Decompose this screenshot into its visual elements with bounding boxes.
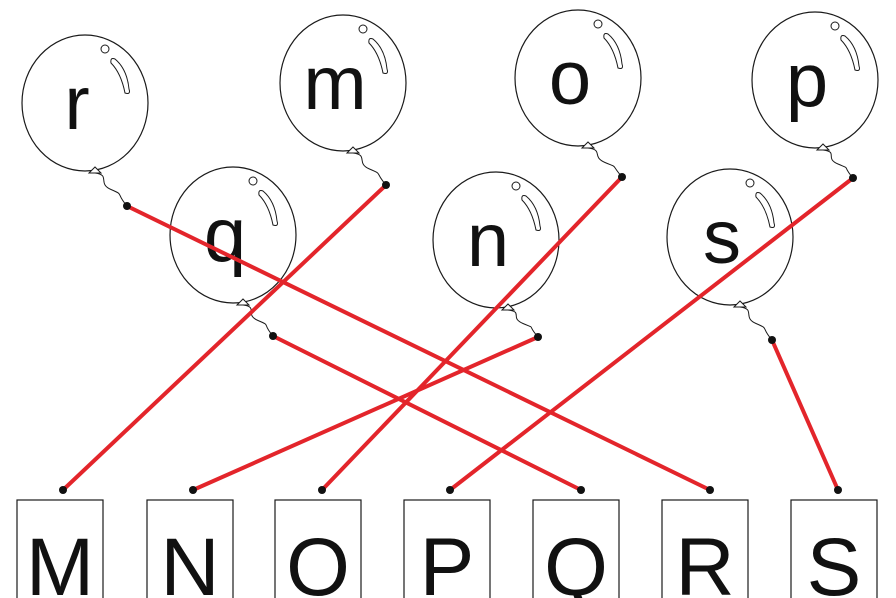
string-end-dot-n (534, 333, 542, 341)
box-dot-P (446, 486, 454, 494)
balloon-letter: s (703, 195, 741, 280)
box-frame (16, 499, 104, 598)
balloon-letter: q (204, 193, 246, 278)
letter-box-R: R (661, 499, 749, 598)
box-letter: O (286, 522, 350, 598)
shine-highlight (521, 195, 541, 231)
connection-line-p-P (448, 176, 855, 492)
box-letter: Q (544, 522, 608, 598)
connection-line-s-S (770, 338, 840, 492)
box-letter: N (160, 522, 219, 598)
string-end-dot-p (849, 174, 857, 182)
box-dot-O (318, 486, 326, 494)
balloon-letter: p (786, 38, 828, 123)
box-frame (661, 499, 749, 598)
box-letter: M (26, 522, 94, 598)
balloon-body (751, 11, 879, 149)
shine-dot (511, 181, 521, 191)
box-frame (274, 499, 362, 598)
box-frame (146, 499, 234, 598)
balloon-string (822, 149, 854, 179)
string-end-dot-r (123, 202, 131, 210)
connection-line-n-N (191, 335, 540, 492)
balloon-letter: n (467, 198, 509, 283)
shine-dot (248, 176, 258, 186)
box-letter: S (807, 522, 862, 598)
balloon-string (352, 152, 387, 186)
balloon-n: n (432, 171, 560, 338)
balloon-o: o (514, 9, 642, 178)
string-end-dot-q (269, 332, 277, 340)
box-frame (403, 499, 491, 598)
balloon-q: q (169, 166, 297, 337)
shine-highlight (840, 35, 860, 71)
shine-highlight (603, 33, 623, 69)
balloon-string (507, 309, 539, 338)
connection-line-o-O (320, 175, 624, 492)
connection-line-m-M (61, 183, 388, 492)
balloon-string (242, 304, 274, 337)
box-dot-N (189, 486, 197, 494)
shine-dot (745, 178, 755, 188)
letter-box-N: N (146, 499, 234, 598)
letter-box-P: P (403, 499, 491, 598)
balloon-s: s (666, 168, 794, 341)
balloon-string (587, 147, 623, 178)
balloon-letter: o (549, 36, 591, 121)
shine-highlight (258, 190, 278, 226)
box-dot-R (706, 486, 714, 494)
box-dot-M (59, 486, 67, 494)
balloon-p: p (751, 11, 879, 179)
shine-highlight (755, 192, 775, 228)
balloon-layer: r m o p q n s (21, 9, 879, 341)
letter-box-S: S (790, 499, 878, 598)
shine-dot (100, 44, 110, 54)
balloon-body (666, 168, 794, 306)
string-end-dot-s (768, 336, 776, 344)
balloon-string (739, 306, 773, 341)
shine-highlight (110, 58, 130, 94)
balloon-m: m (279, 14, 407, 186)
balloon-body (279, 14, 407, 152)
letter-box-M: M (16, 499, 104, 598)
shine-dot (830, 21, 840, 31)
shine-dot (593, 19, 603, 29)
balloon-letter: r (64, 61, 89, 146)
letter-box-Q: Q (532, 499, 620, 598)
balloon-body (169, 166, 297, 304)
balloon-body (21, 34, 149, 172)
shine-dot (358, 24, 368, 34)
box-dot-S (834, 486, 842, 494)
shine-highlight (368, 38, 388, 74)
balloon-r: r (21, 34, 149, 207)
box-letter: P (420, 522, 475, 598)
connection-line-q-Q (271, 334, 583, 492)
string-end-dot-o (618, 173, 626, 181)
box-dot-Q (577, 486, 585, 494)
connection-line-r-R (125, 204, 712, 492)
line-layer (61, 175, 855, 492)
string-end-dot-m (382, 181, 390, 189)
box-frame (532, 499, 620, 598)
box-letter: R (675, 522, 734, 598)
balloon-letter: m (303, 41, 366, 126)
balloon-body (514, 9, 642, 147)
letter-box-O: O (274, 499, 362, 598)
dot-layer (59, 173, 857, 494)
box-frame (790, 499, 878, 598)
balloon-string (94, 172, 128, 207)
